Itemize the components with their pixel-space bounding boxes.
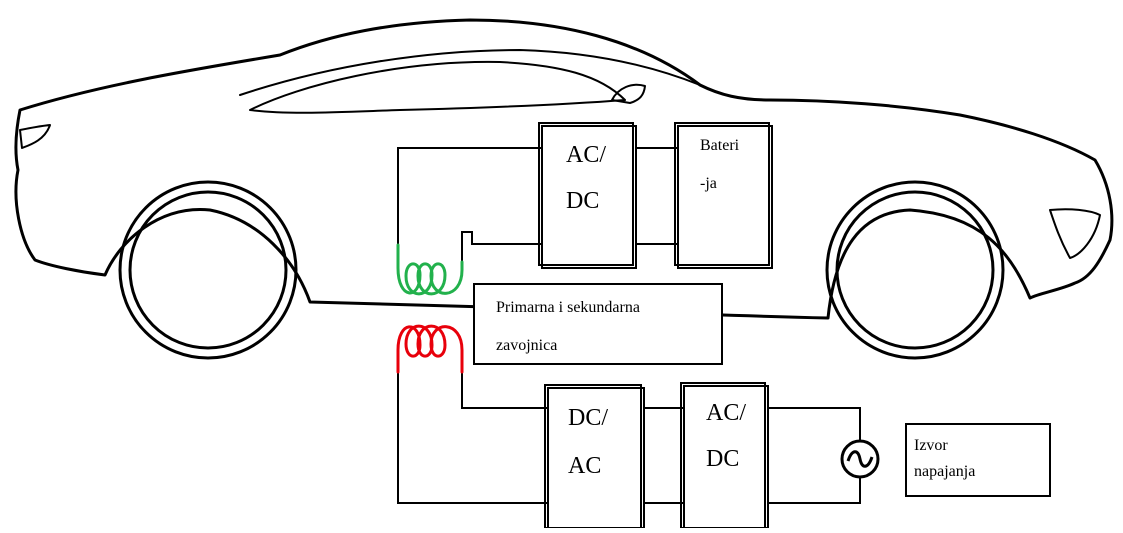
component-boxes	[473, 122, 1051, 529]
battery-label-line2: -ja	[700, 175, 717, 192]
car-converter-label-line2: DC	[566, 188, 600, 214]
battery-box	[674, 122, 773, 269]
car-window	[249, 60, 626, 114]
wire-primary-right	[461, 372, 548, 409]
rectifier-label-line1: AC/	[706, 400, 747, 426]
car-converter-label-line1: AC/	[566, 142, 607, 168]
ac-sine-source-icon	[840, 439, 880, 479]
rear-wheel-outer	[118, 180, 298, 360]
car-body-outline	[14, 18, 1114, 320]
car-converter-box	[538, 122, 637, 269]
inverter-label-line2: AC	[568, 453, 602, 479]
coils-caption-box	[473, 283, 723, 365]
coils-caption-line1: Primarna i sekundarna	[496, 299, 640, 316]
wire-primary-left	[397, 372, 548, 504]
car-silhouette	[14, 18, 1114, 360]
wire-secondary-top	[397, 147, 542, 245]
secondary-coil	[396, 243, 464, 296]
coils-caption-line2: zavojnica	[496, 337, 558, 354]
car-mirror	[611, 83, 646, 104]
rectifier-label-line2: DC	[706, 446, 740, 472]
car-roofline	[239, 49, 701, 96]
car-rear-light	[19, 124, 51, 149]
battery-label-line1: Bateri	[700, 137, 740, 154]
car-headlight	[1049, 208, 1101, 259]
circuit-wires	[397, 147, 861, 504]
primary-coil-winding	[396, 324, 464, 374]
power-source-box	[905, 423, 1051, 497]
primary-coil	[396, 324, 464, 374]
front-wheel-inner	[835, 190, 995, 350]
wire-rectifier-source-bottom	[768, 477, 861, 504]
inverter-label-line1: DC/	[568, 405, 609, 431]
power-source-label-line2: napajanja	[914, 463, 976, 480]
wire-rectifier-source-top	[768, 407, 861, 441]
wire-secondary-bottom	[461, 231, 542, 262]
secondary-coil-winding	[396, 243, 464, 296]
front-wheel-outer	[825, 180, 1005, 360]
inverter-box	[544, 384, 645, 529]
power-source-label-line1: Izvor	[914, 437, 948, 454]
rear-wheel-inner	[128, 190, 288, 350]
